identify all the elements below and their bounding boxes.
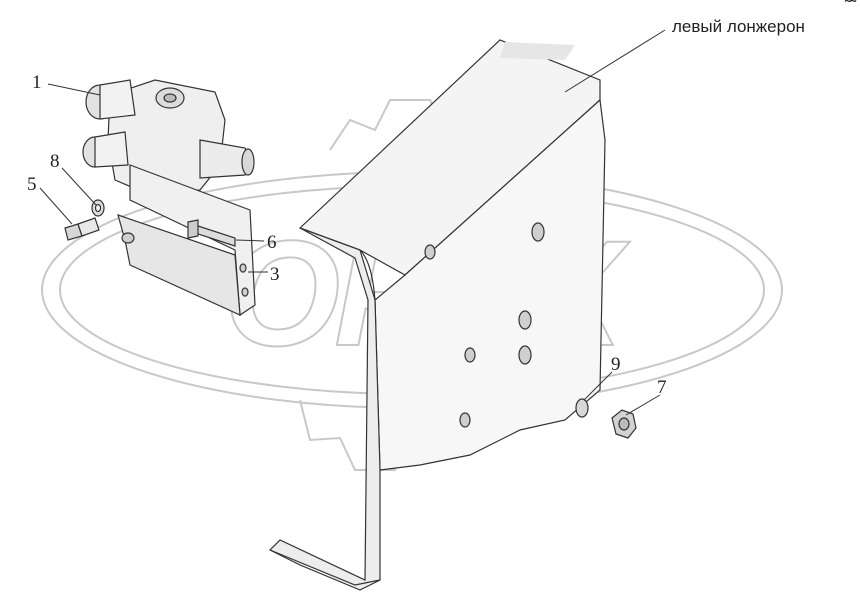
leader-title (564, 29, 666, 93)
left-frame-rail (268, 39, 606, 591)
bracket-bolt-head (187, 219, 199, 239)
washer-8-bore (94, 203, 102, 213)
leader-lines (39, 29, 666, 416)
rail-top-highlight (500, 42, 575, 60)
rail-bottom-edge (269, 549, 381, 586)
washer-9 (575, 398, 589, 418)
frame-rail-label: левый лонжерон (672, 17, 805, 36)
nut-7-bore (618, 417, 630, 431)
bolt-5 (64, 217, 100, 241)
callout-3: 3 (270, 264, 280, 285)
valve-side-port-end (241, 148, 255, 176)
rail-holes (424, 222, 545, 428)
bracket-bolt (187, 219, 236, 247)
mounting-hole (531, 222, 545, 242)
leader-9 (583, 371, 613, 401)
valve-top-fitting-bore (163, 93, 177, 103)
callout-9: 9 (611, 354, 621, 375)
valve-assembly (82, 79, 255, 196)
callout-5: 5 (27, 174, 37, 195)
mounting-hole (518, 345, 532, 365)
rail-bend-line (359, 249, 376, 301)
leader-8 (61, 167, 97, 206)
bracket-hole (241, 287, 249, 297)
bracket-hole (239, 263, 247, 273)
leader-5 (39, 187, 73, 225)
mounting-hole (464, 347, 476, 363)
leader-1 (47, 83, 101, 96)
nut-7 (611, 409, 637, 439)
mounting-hole (424, 244, 436, 260)
leader-7 (625, 394, 661, 416)
frame-rail-label-mark: ˜˜ (844, 0, 857, 16)
bracket-hole (121, 232, 135, 244)
leader-6 (235, 239, 265, 242)
callout-8: 8 (50, 151, 60, 172)
valve-port-top-body (99, 79, 136, 120)
bracket (117, 164, 256, 317)
callout-1: 1 (32, 72, 42, 93)
valve-port-bottom-body (94, 131, 129, 168)
mounting-hole (459, 412, 471, 428)
callout-6: 6 (267, 232, 277, 253)
washer-9-body (575, 398, 589, 418)
bolt-5-shank (77, 217, 100, 237)
callout-7: 7 (657, 377, 667, 398)
mounting-hole (518, 310, 532, 330)
